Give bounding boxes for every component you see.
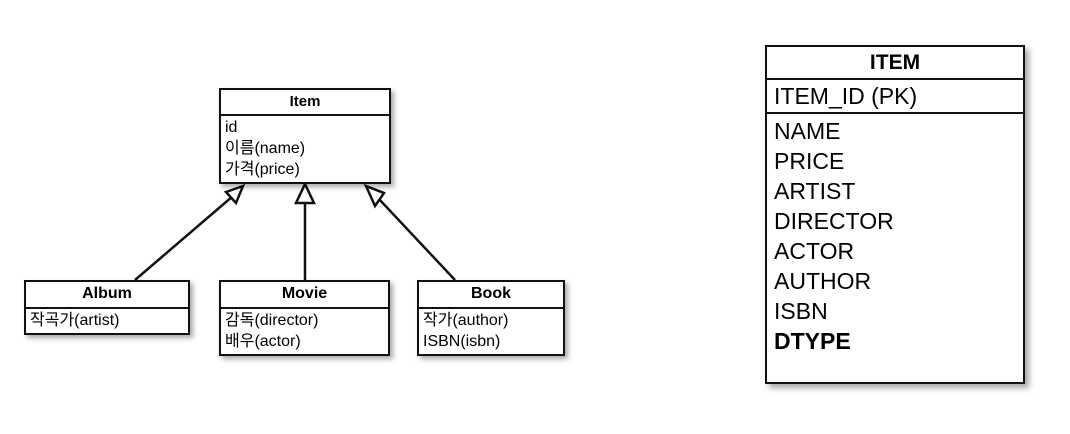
uml-attribute: 배우(actor)	[225, 333, 301, 350]
generalization-album-to-item	[134, 183, 246, 281]
generalization-movie-to-item	[294, 181, 316, 280]
uml-class-book-name: Book	[419, 282, 563, 309]
uml-class-book[interactable]: Book 작가(author) ISBN(isbn)	[417, 280, 565, 356]
uml-class-item-attributes: id 이름(name) 가격(price)	[221, 116, 389, 182]
table-column: ARTIST	[774, 178, 856, 204]
uml-class-item[interactable]: Item id 이름(name) 가격(price)	[219, 88, 391, 184]
uml-class-item-name: Item	[221, 90, 389, 116]
table-column-list: NAME PRICE ARTIST DIRECTOR ACTOR AUTHOR …	[767, 114, 1023, 356]
uml-class-book-attributes: 작가(author) ISBN(isbn)	[419, 309, 563, 354]
uml-attribute: ISBN(isbn)	[423, 333, 501, 350]
table-primary-key: ITEM_ID (PK)	[767, 80, 1023, 114]
uml-class-album-attributes: 작곡가(artist)	[26, 309, 188, 333]
uml-class-album-name: Album	[26, 282, 188, 309]
uml-attribute: 작곡가(artist)	[30, 312, 120, 329]
table-column-discriminator: DTYPE	[774, 328, 851, 354]
table-column: NAME	[774, 118, 841, 144]
generalization-book-to-item	[363, 183, 456, 281]
table-column: AUTHOR	[774, 268, 872, 294]
uml-class-album[interactable]: Album 작곡가(artist)	[24, 280, 190, 335]
table-column: PRICE	[774, 148, 845, 174]
uml-class-movie-attributes: 감독(director) 배우(actor)	[221, 309, 388, 354]
table-column: ACTOR	[774, 238, 855, 264]
uml-attribute: id	[225, 119, 238, 136]
table-column: ISBN	[774, 298, 828, 324]
table-name: ITEM	[767, 47, 1023, 80]
uml-attribute: 가격(price)	[225, 161, 300, 178]
uml-class-movie[interactable]: Movie 감독(director) 배우(actor)	[219, 280, 390, 356]
uml-class-movie-name: Movie	[221, 282, 388, 309]
table-column: DIRECTOR	[774, 208, 894, 234]
uml-attribute: 작가(author)	[423, 312, 509, 329]
relational-table-item[interactable]: ITEM ITEM_ID (PK) NAME PRICE ARTIST DIRE…	[765, 45, 1025, 384]
uml-attribute: 감독(director)	[225, 312, 319, 329]
uml-attribute: 이름(name)	[225, 140, 306, 157]
